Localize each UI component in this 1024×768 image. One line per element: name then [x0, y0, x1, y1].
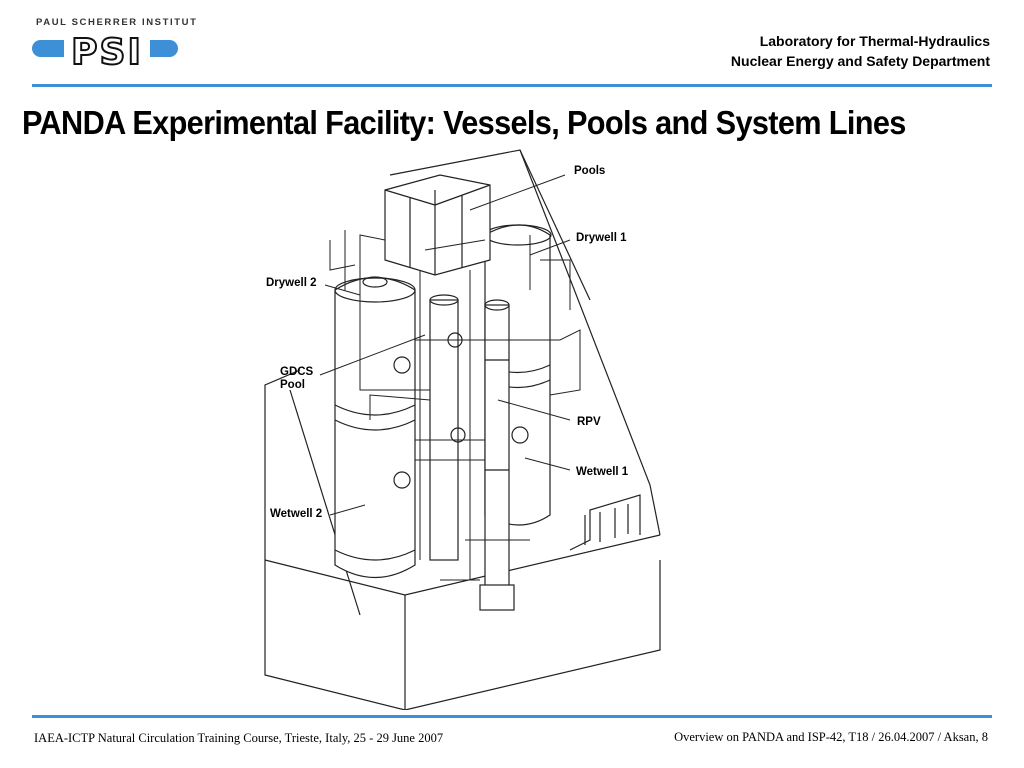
label-gdcs-line1: GDCS: [280, 366, 314, 378]
lab-name: Laboratory for Thermal-Hydraulics: [759, 33, 990, 49]
label-gdcs-pool: GDCS Pool: [280, 366, 313, 392]
rpv-column: [479, 299, 515, 611]
psi-logo-mark: PSI: [32, 31, 178, 74]
facility-diagram: Pools Drywell 1 Drywell 2 GDCS Pool RPV …: [230, 140, 690, 711]
logo-mark-text: PSI: [71, 32, 143, 73]
label-pools: Pools: [574, 165, 606, 177]
footer-rule: [32, 715, 992, 718]
label-drywell-1: Drywell 1: [576, 232, 627, 244]
header-rule: [32, 84, 992, 87]
label-wetwell-1: Wetwell 1: [576, 466, 629, 478]
page-title: PANDA Experimental Facility: Vessels, Po…: [22, 104, 906, 141]
pools-block: [384, 174, 491, 276]
piping: [329, 230, 581, 581]
footer-slide-info: Overview on PANDA and ISP-42, T18 / 26.0…: [674, 730, 988, 744]
footer-course: IAEA-ICTP Natural Circulation Training C…: [34, 731, 444, 745]
leader-lines: [319, 174, 571, 516]
vessel-left: [334, 276, 416, 579]
psi-logo: PAUL SCHERRER INSTITUT PSI: [30, 14, 196, 74]
label-rpv: RPV: [577, 416, 601, 428]
central-vessels: [429, 294, 466, 561]
header-department: Laboratory for Thermal-Hydraulics Nuclea…: [731, 31, 990, 71]
logo-text: PAUL SCHERRER INSTITUT: [36, 17, 198, 28]
label-wetwell-2: Wetwell 2: [270, 508, 323, 520]
label-gdcs-line2: Pool: [280, 379, 305, 391]
facility-drawing: [264, 149, 661, 711]
label-drywell-2: Drywell 2: [266, 277, 317, 289]
department-name: Nuclear Energy and Safety Department: [730, 53, 990, 69]
